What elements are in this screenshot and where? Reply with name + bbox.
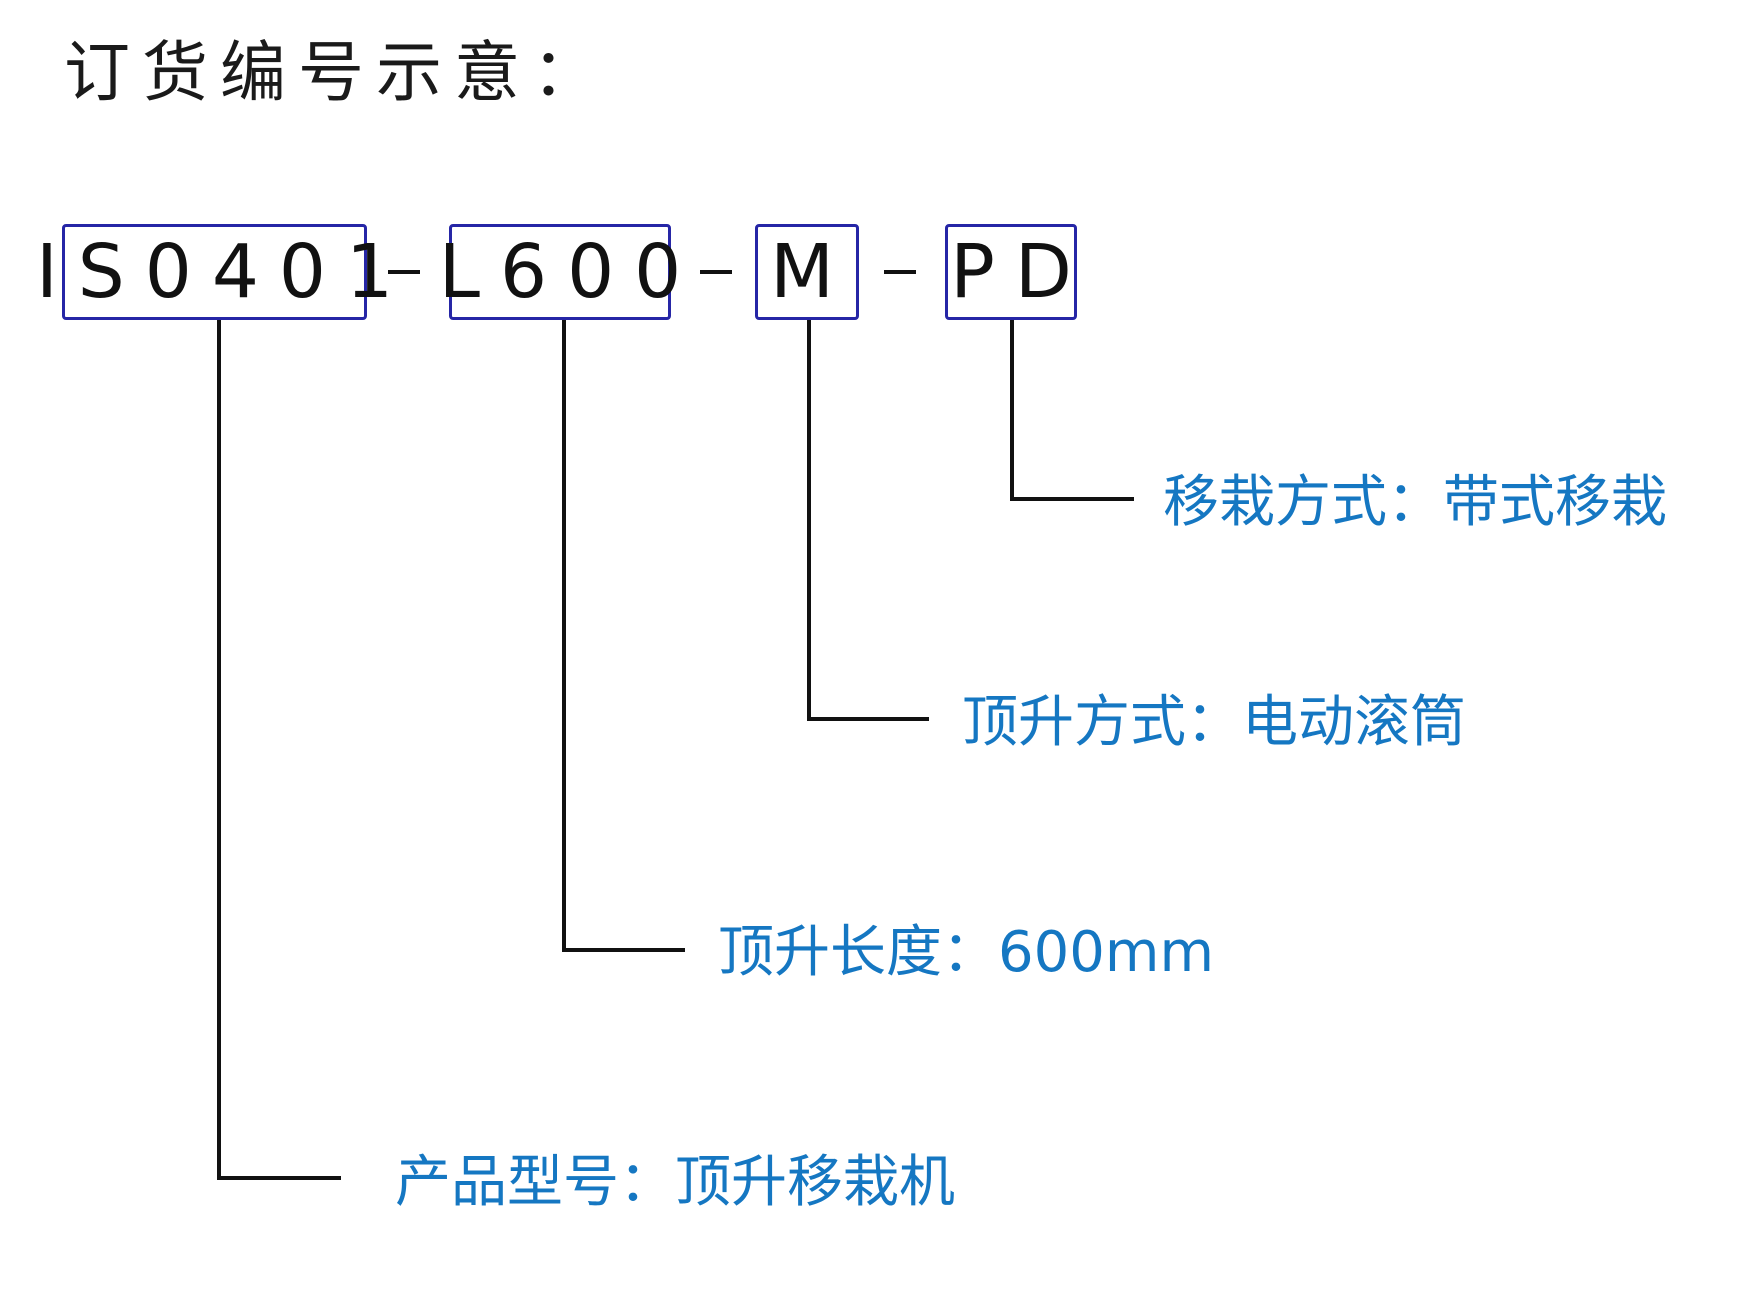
label-lift-method: 顶升方式：电动滚筒 [962,690,1466,755]
label-product-model: 产品型号：顶升移栽机 [395,1150,955,1215]
code-box-length: L600 [439,224,681,320]
connector-model-horizontal [217,1176,341,1180]
code-box-transfer: PD [945,224,1077,320]
code-box-model: IS0401 [36,224,393,320]
connector-lift-horizontal [807,717,929,721]
label-transfer-method: 移栽方式：带式移栽 [1163,470,1667,535]
separator-dash-2 [700,270,732,274]
separator-dash-3 [884,270,916,274]
connector-transfer-horizontal [1010,497,1134,501]
code-box-lift: M [755,224,859,320]
label-lift-length: 顶升长度：600mm [718,920,1214,985]
connector-transfer-vertical [1010,320,1014,501]
page-title: 订货编号示意： [64,34,610,111]
connector-length-vertical [562,320,566,952]
separator-dash-1 [388,270,420,274]
connector-length-horizontal [562,948,685,952]
connector-lift-vertical [807,320,811,721]
connector-model-vertical [217,320,221,1180]
